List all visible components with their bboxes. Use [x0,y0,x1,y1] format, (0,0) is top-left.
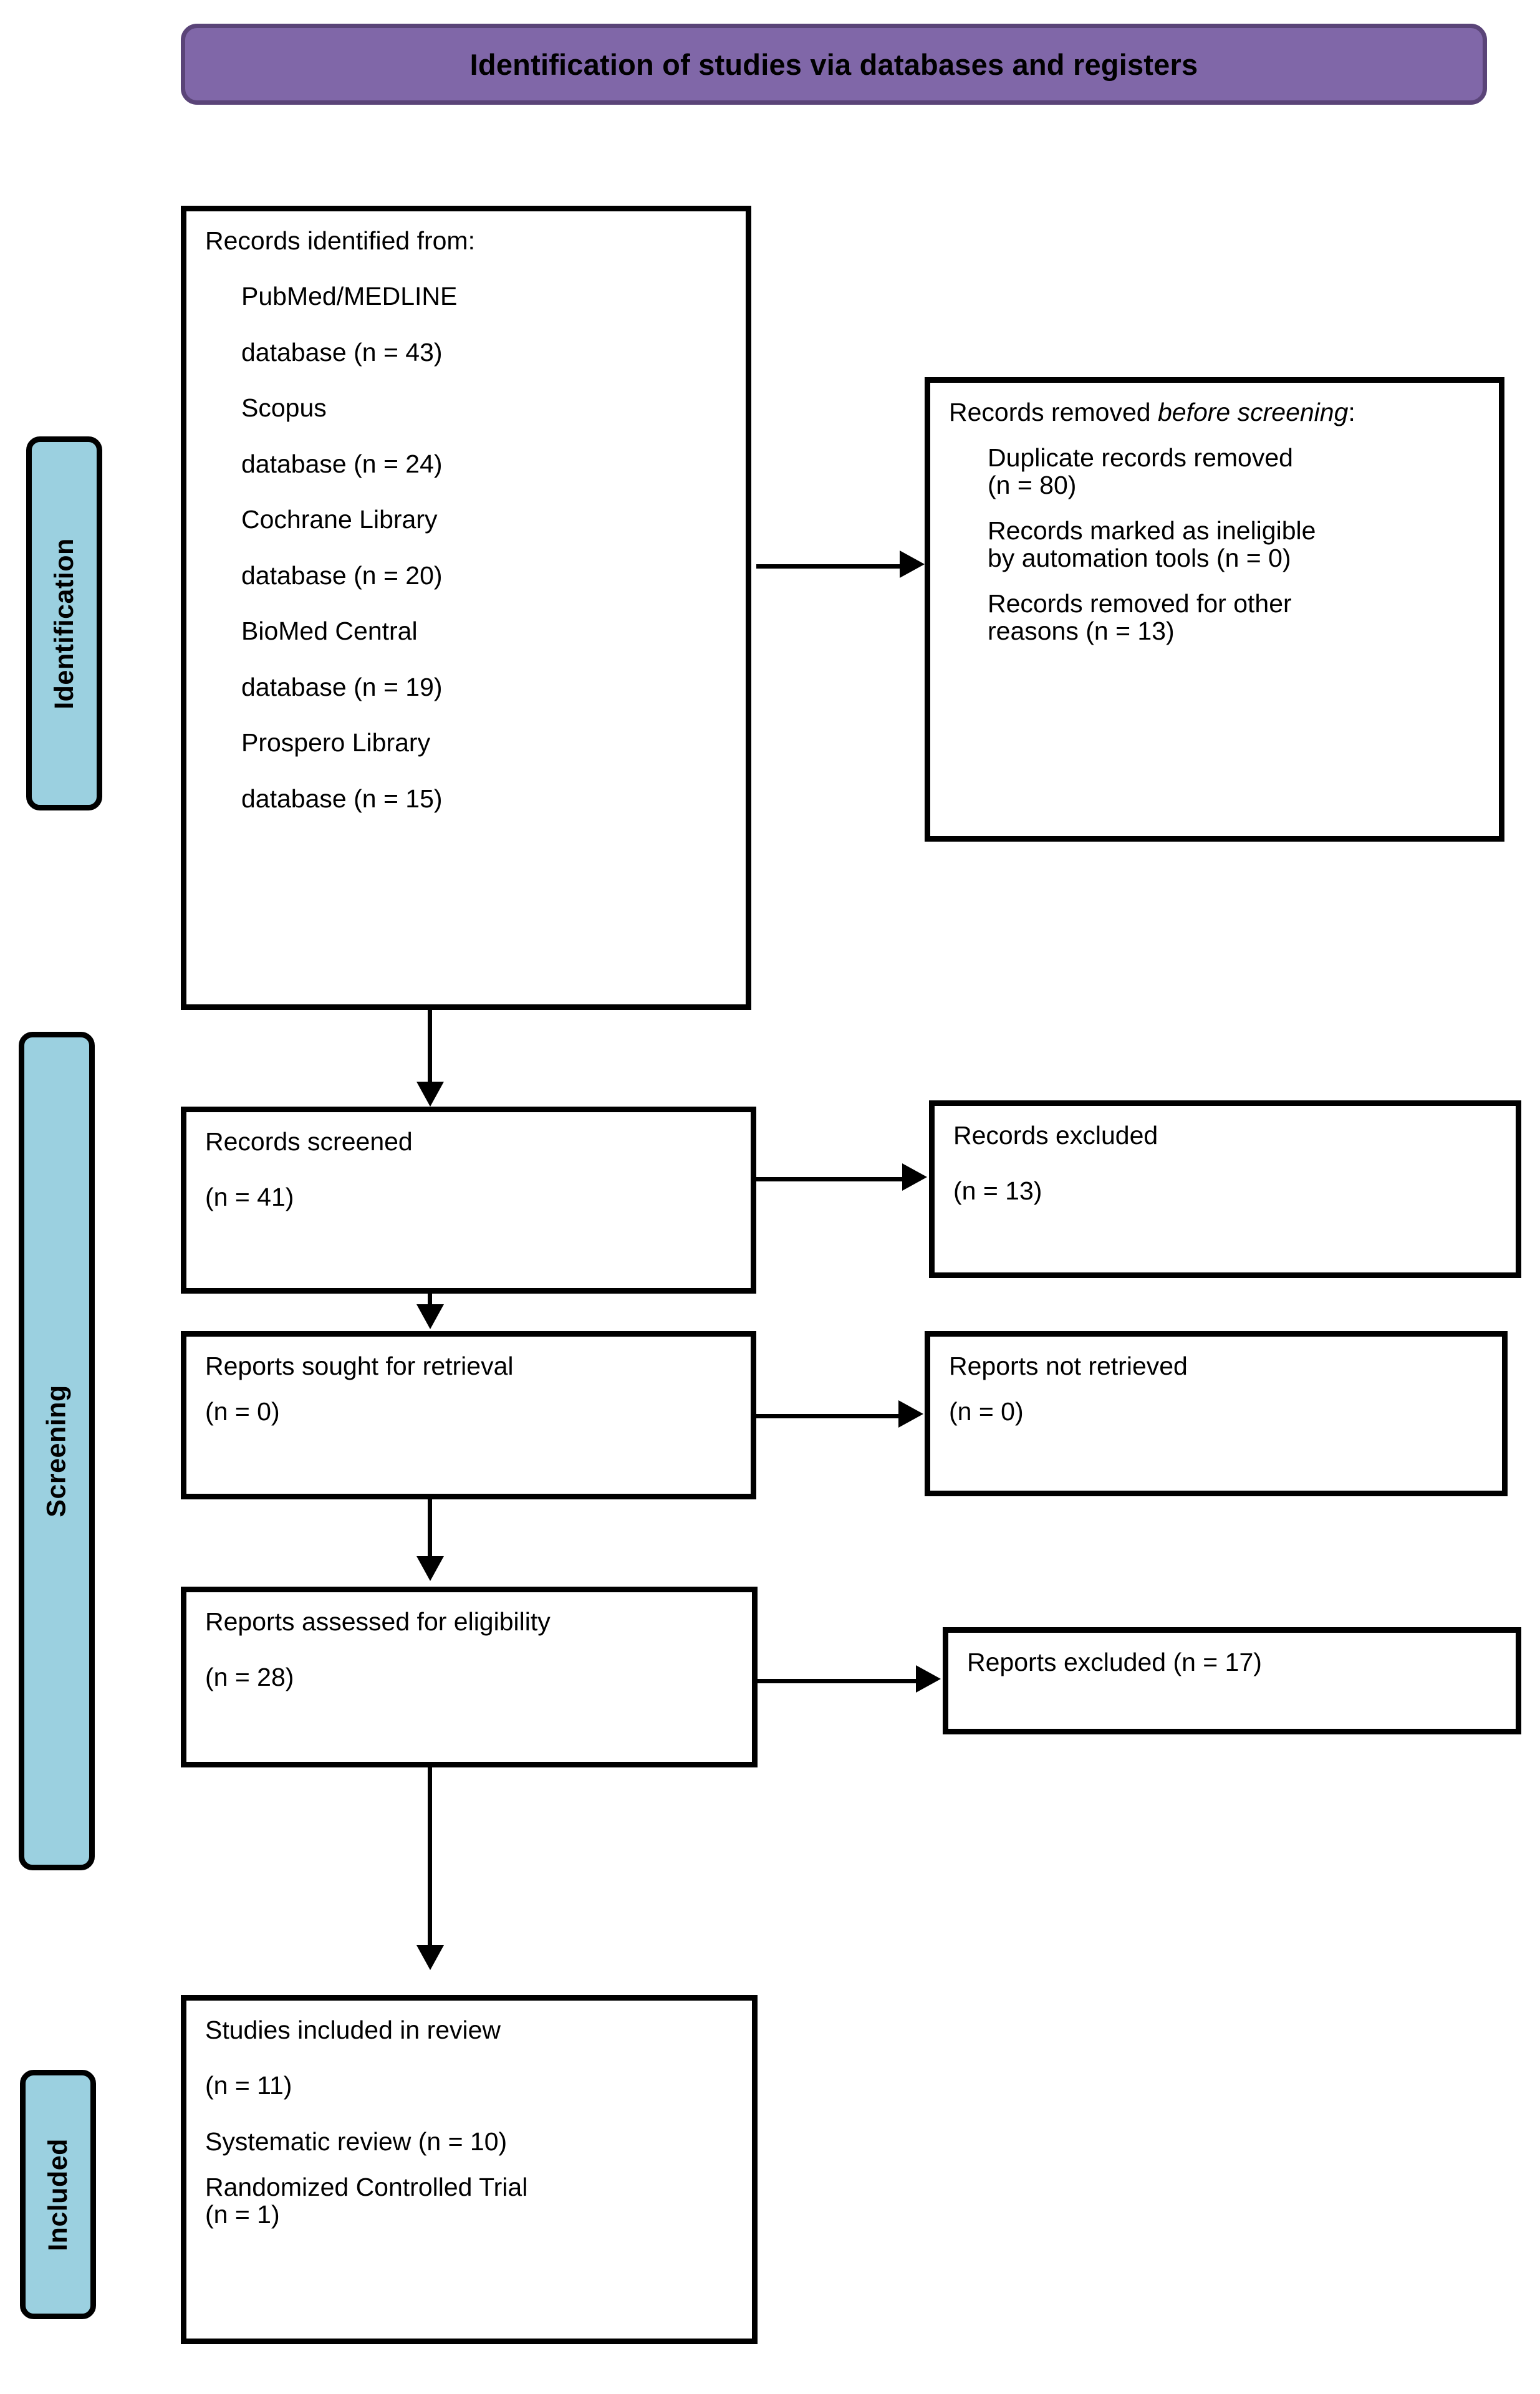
reports-not-retrieved-label: Reports not retrieved [949,1352,1188,1380]
source-name-scopus: Scopus [241,393,327,423]
connector-identified-to-screened-arrowhead [416,1082,444,1107]
studies-included-systematic-review: Systematic review (n = 10) [205,2127,508,2156]
stage-label-identification-text: Identification [49,537,79,709]
source-name-cochrane: Cochrane Library [241,505,438,534]
box-reports-sought-for-retrieval: Reports sought for retrieval (n = 0) [181,1331,756,1499]
records-excluded-label: Records excluded [953,1121,1158,1150]
source-count-biomed: database (n = 19) [241,672,443,701]
connector-sought-to-not-retrieved-arrowhead [898,1400,923,1428]
reports-excluded-label: Reports excluded (n = 17) [967,1648,1262,1676]
reports-sought-count: (n = 0) [205,1397,280,1426]
box-records-identified: Records identified from: PubMed/MEDLINE … [181,206,751,1010]
source-count-pubmed: database (n = 43) [241,337,443,367]
connector-screened-to-sought-arrowhead [416,1304,444,1329]
records-screened-label: Records screened [205,1127,413,1156]
source-name-pubmed: PubMed/MEDLINE [241,282,458,311]
reports-sought-label: Reports sought for retrieval [205,1352,514,1380]
removed-ineligible-line2: by automation tools (n = 0) [988,543,1291,572]
source-count-cochrane: database (n = 20) [241,560,443,590]
box-records-excluded: Records excluded (n = 13) [929,1100,1521,1278]
stage-label-screening: Screening [19,1032,95,1870]
box-records-screened: Records screened (n = 41) [181,1107,756,1294]
source-name-prospero: Prospero Library [241,728,431,757]
connector-identified-to-removed-arrowhead [900,550,925,578]
records-removed-heading: Records removed before screening: [949,398,1480,426]
studies-included-count: (n = 11) [205,2071,292,2100]
connector-assessed-to-included-line [428,1767,432,1948]
removed-duplicate-line1: Duplicate records removed [988,443,1293,473]
studies-included-rct-line1: Randomized Controlled Trial [205,2173,528,2202]
reports-not-retrieved-count: (n = 0) [949,1397,1024,1426]
reports-assessed-count: (n = 28) [205,1663,294,1692]
connector-screened-to-excluded-line [756,1177,903,1181]
connector-assessed-to-reports-excluded-line [758,1679,917,1683]
removed-other-line2: reasons (n = 13) [988,616,1175,645]
records-identified-heading: Records identified from: [205,226,475,255]
records-removed-heading-colon: : [1348,398,1355,426]
connector-sought-to-assessed-arrowhead [416,1556,444,1581]
stage-label-included-text: Included [42,2138,73,2251]
diagram-title: Identification of studies via databases … [469,47,1198,81]
connector-sought-to-not-retrieved-line [756,1414,900,1418]
source-count-prospero: database (n = 15) [241,784,443,813]
connector-identified-to-removed-line [756,564,901,569]
box-records-removed-before-screening: Records removed before screening: Duplic… [925,377,1504,842]
studies-included-rct-line2: (n = 1) [205,2199,280,2229]
connector-assessed-to-reports-excluded-arrowhead [916,1665,941,1693]
removed-ineligible-line1: Records marked as ineligible [988,516,1316,546]
diagram-header-banner: Identification of studies via databases … [181,24,1487,105]
connector-screened-to-sought-line [428,1294,432,1307]
reports-assessed-label: Reports assessed for eligibility [205,1607,551,1636]
removed-other-line1: Records removed for other [988,589,1292,618]
records-screened-count: (n = 41) [205,1183,294,1212]
records-excluded-count: (n = 13) [953,1176,1042,1206]
connector-screened-to-excluded-arrowhead [902,1163,927,1191]
box-studies-included-in-review: Studies included in review (n = 11) Syst… [181,1995,758,2344]
stage-label-screening-text: Screening [41,1385,72,1517]
box-reports-excluded: Reports excluded (n = 17) [943,1627,1521,1734]
box-reports-not-retrieved: Reports not retrieved (n = 0) [925,1331,1508,1496]
records-removed-heading-italic: before screening [1157,398,1349,426]
stage-label-identification: Identification [26,436,102,810]
box-reports-assessed-for-eligibility: Reports assessed for eligibility (n = 28… [181,1587,758,1767]
stage-label-included: Included [20,2070,96,2319]
connector-sought-to-assessed-line [428,1499,432,1559]
source-name-biomed: BioMed Central [241,617,418,646]
removed-duplicate-line2: (n = 80) [988,470,1077,499]
studies-included-label: Studies included in review [205,2016,501,2044]
records-removed-heading-plain: Records removed [949,398,1158,426]
connector-identified-to-screened-line [428,1010,432,1085]
connector-assessed-to-included-arrowhead [416,1945,444,1970]
source-count-scopus: database (n = 24) [241,449,443,478]
